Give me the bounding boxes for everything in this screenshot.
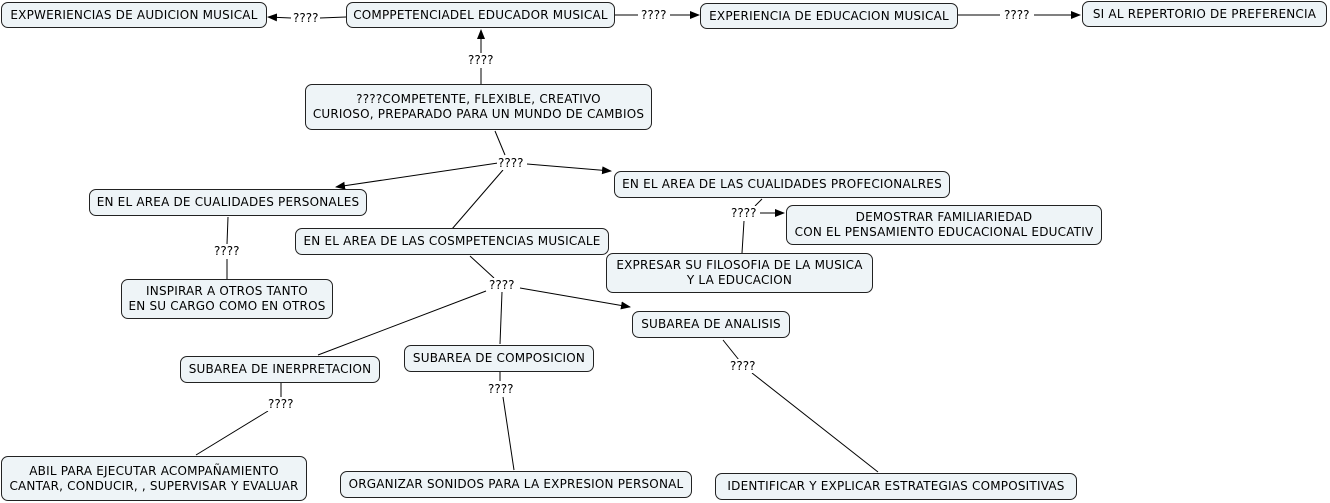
edge-analisis-to-label	[722, 339, 740, 361]
concept-ejecutar[interactable]: ABIL PARA EJECUTAR ACOMPAÑAMIENTO CANTAR…	[1, 456, 307, 501]
concept-composicion[interactable]: SUBAREA DE COMPOSICION	[404, 345, 594, 372]
link-label-composicion: ????	[487, 382, 515, 396]
edge-filosofia-to-label	[741, 220, 745, 254]
concept-audicion[interactable]: EXPWERIENCIAS DE AUDICION MUSICAL	[1, 2, 267, 28]
edge-label-to-ejecutar	[195, 410, 269, 456]
edge-label-to-estrategias	[751, 372, 879, 473]
concept-analisis[interactable]: SUBAREA DE ANALISIS	[632, 311, 790, 338]
concept-musicales[interactable]: EN EL AREA DE LAS COSMPETENCIAS MUSICALE	[295, 228, 609, 255]
concept-interpretacion[interactable]: SUBAREA DE INERPRETACION	[180, 356, 380, 383]
link-label-inspirar: ????	[213, 244, 241, 258]
edge-label-to-organizar	[502, 396, 515, 471]
link-label-areas: ????	[497, 156, 525, 170]
concept-competente[interactable]: ????COMPETENTE, FLEXIBLE, CREATIVO CURIO…	[305, 84, 652, 130]
link-label-repertorio: ????	[1003, 8, 1031, 22]
concept-personales[interactable]: EN EL AREA DE CUALIDADES PERSONALES	[89, 189, 367, 216]
edge-label-to-audicion	[267, 13, 292, 22]
concept-experiencia[interactable]: EXPERIENCIA DE EDUCACION MUSICAL	[700, 3, 958, 29]
edge-areas-label-to-personales	[335, 162, 499, 190]
edge-subareas-label-to-analisis	[519, 287, 631, 310]
edge-subareas-label-to-interpretacion	[317, 290, 487, 356]
link-label-familiaridad: ????	[730, 206, 758, 220]
concept-inspirar[interactable]: INSPIRAR A OTROS TANTO EN SU CARGO COMO …	[121, 279, 333, 319]
edge-musicales-to-areas-label	[451, 169, 504, 230]
concept-filosofia[interactable]: EXPRESAR SU FILOSOFIA DE LA MUSICA Y LA …	[606, 253, 873, 293]
link-label-competente: ????	[467, 53, 495, 67]
concept-familiaridad[interactable]: DEMOSTRAR FAMILIARIEDAD CON EL PENSAMIEN…	[786, 205, 1102, 245]
concept-repertorio[interactable]: SI AL REPERTORIO DE PREFERENCIA	[1082, 1, 1327, 27]
edge-profesionales-to-label	[754, 198, 763, 207]
edge-subareas-label-to-composicion	[499, 291, 503, 345]
edge-competente-to-areas-label	[494, 130, 506, 156]
concept-competencia[interactable]: COMPPETENCIADEL EDUCADOR MUSICAL	[346, 2, 615, 28]
edge-musicales-to-subareas-label	[469, 255, 495, 279]
concept-estrategias[interactable]: IDENTIFICAR Y EXPLICAR ESTRATEGIAS COMPO…	[715, 473, 1077, 500]
link-label-experiencia: ????	[640, 8, 668, 22]
link-label-interpretacion: ????	[267, 397, 295, 411]
link-label-subareas: ????	[488, 278, 516, 292]
concept-organizar[interactable]: ORGANIZAR SONIDOS PARA LA EXPRESION PERS…	[340, 471, 692, 498]
edge-areas-label-to-profesionales	[526, 163, 612, 175]
concept-profesionales[interactable]: EN EL AREA DE LAS CUALIDADES PROFECIONAL…	[614, 171, 950, 198]
link-label-audicion: ????	[292, 11, 320, 25]
edge-personales-to-label	[226, 216, 229, 245]
edge-competencia-to-label	[319, 16, 347, 19]
link-label-analisis: ????	[729, 359, 757, 373]
